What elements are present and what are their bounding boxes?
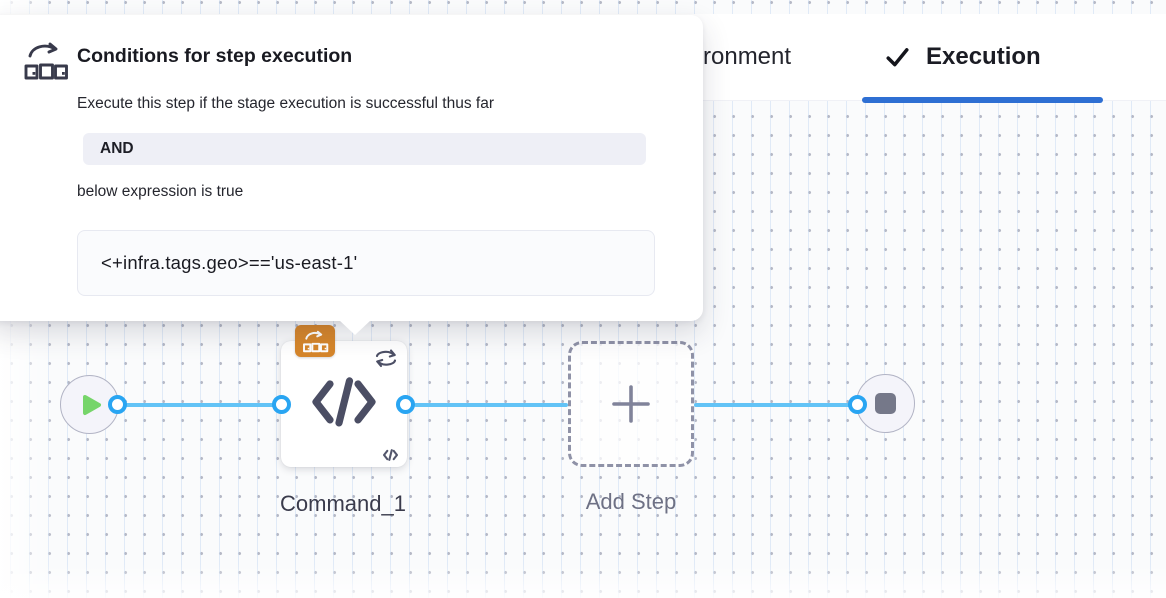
operator-badge: AND (83, 133, 646, 165)
expression-value: <+infra.tags.geo>=='us-east-1' (101, 252, 358, 273)
port-command-out (396, 395, 415, 414)
add-step-node[interactable] (568, 341, 694, 467)
looping-strategy-icon[interactable] (372, 347, 400, 370)
edge-start-to-command (118, 403, 282, 407)
code-icon (312, 376, 376, 428)
plus-icon (610, 383, 652, 425)
port-start-out (108, 395, 127, 414)
expression-value-box: <+infra.tags.geo>=='us-east-1' (77, 230, 655, 296)
popover-caret (339, 320, 371, 335)
port-end-in (848, 395, 867, 414)
play-icon (82, 394, 102, 416)
tab-execution[interactable]: Execution (884, 14, 1041, 100)
conditional-execution-badge[interactable] (295, 325, 335, 357)
step-node-command[interactable] (281, 325, 407, 467)
step-label-command: Command_1 (280, 491, 406, 516)
step-label-add-step: Add Step (585, 489, 677, 514)
stop-icon (875, 393, 896, 414)
expression-label: below expression is true (77, 183, 244, 200)
port-command-in (272, 395, 291, 414)
tab-environment-partial[interactable]: ronment (703, 14, 791, 100)
active-tab-underline (862, 97, 1103, 103)
conditions-popover: Conditions for step execution Execute th… (0, 15, 703, 321)
conditional-execution-icon (24, 41, 68, 81)
mini-code-icon (383, 449, 398, 461)
popover-title: Conditions for step execution (77, 45, 353, 67)
tab-environment-label: ronment (703, 43, 792, 70)
check-icon (884, 45, 911, 69)
tab-execution-label: Execution (926, 43, 1041, 70)
edge-command-to-addstep (414, 403, 568, 407)
popover-description: Execute this step if the stage execution… (77, 95, 494, 112)
edge-addstep-to-end (694, 403, 858, 407)
